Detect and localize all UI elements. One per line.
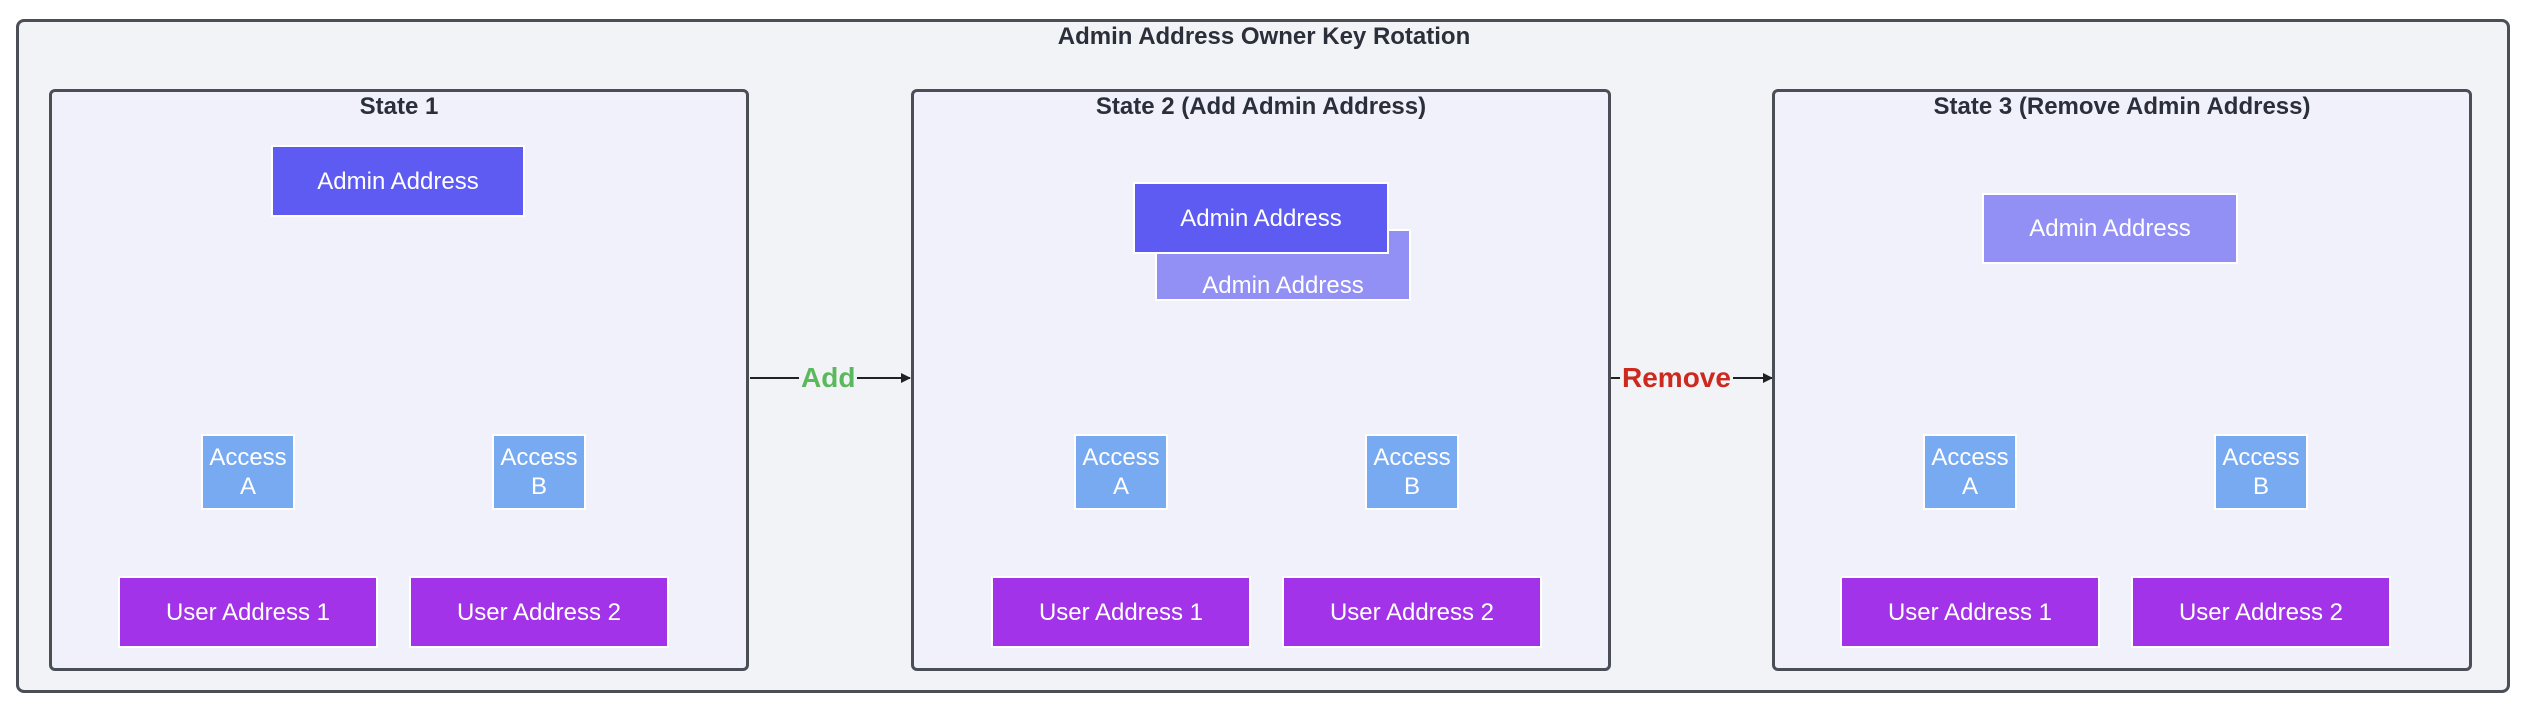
state-3-user-address-2: User Address 2 xyxy=(2131,576,2391,648)
state-1-access-a: Access A xyxy=(201,434,295,510)
diagram-title: Admin Address Owner Key Rotation xyxy=(1057,23,1471,50)
state-2-access-a: Access A xyxy=(1074,434,1168,510)
state-2-user-address-1: User Address 1 xyxy=(991,576,1251,648)
state-1-user-address-1: User Address 1 xyxy=(118,576,378,648)
state-1-access-b: Access B xyxy=(492,434,586,510)
state-3-title: State 3 (Remove Admin Address) xyxy=(1933,93,2311,120)
transition-remove-label: Remove xyxy=(1620,361,1733,395)
state-2-admin-address-old: Admin Address xyxy=(1133,182,1389,254)
state-1-title: State 1 xyxy=(359,93,439,120)
state-1-user-address-2: User Address 2 xyxy=(409,576,669,648)
state-2-title: State 2 (Add Admin Address) xyxy=(1095,93,1427,120)
state-3-user-address-1: User Address 1 xyxy=(1840,576,2100,648)
state-1-admin-address: Admin Address xyxy=(271,145,525,217)
state-2-access-b: Access B xyxy=(1365,434,1459,510)
state-3-access-b: Access B xyxy=(2214,434,2308,510)
state-2-user-address-2: User Address 2 xyxy=(1282,576,1542,648)
state-3-panel xyxy=(1772,89,2472,671)
state-3-access-a: Access A xyxy=(1923,434,2017,510)
transition-add-label: Add xyxy=(799,361,858,395)
state-3-admin-address: Admin Address xyxy=(1982,193,2238,264)
